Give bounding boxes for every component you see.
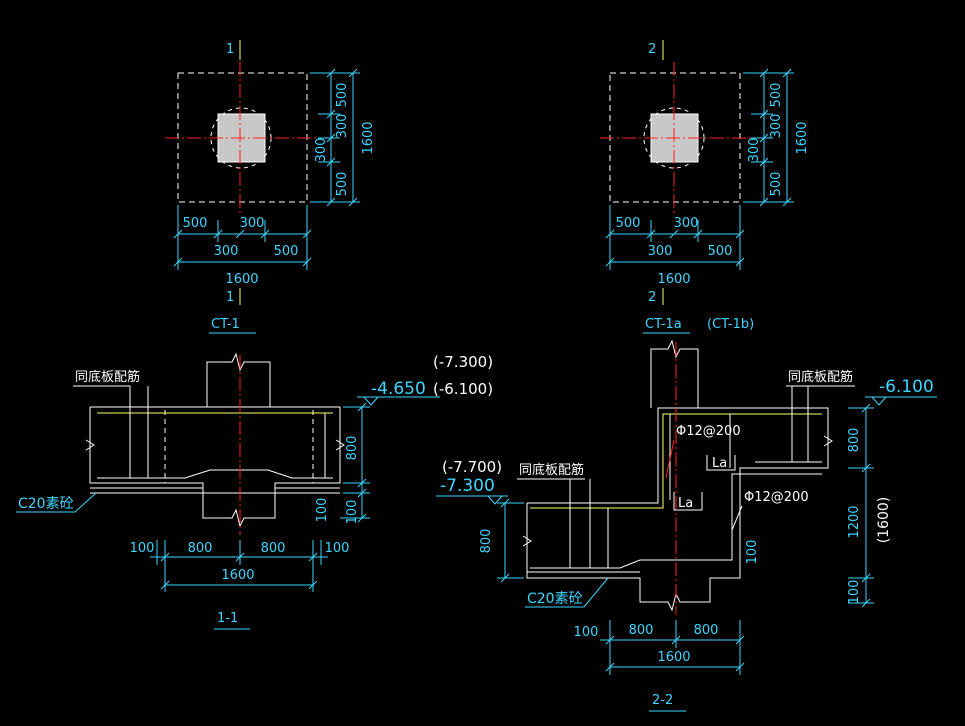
rebar-note-leader (73, 385, 131, 413)
rebar-spec-2-leader (731, 505, 743, 531)
break-mark (522, 535, 532, 547)
dim-right-total: 1600 (361, 121, 376, 154)
left-dimension-lines (497, 498, 524, 583)
rebar-note-right: 同底板配筋 (788, 369, 853, 385)
plan-view-1: 1 500 300 300 500 1600 (165, 40, 376, 334)
dim-right-100a: 100 (315, 498, 330, 523)
plan-view-2: 2 500 300 300 500 1600 (600, 40, 810, 334)
break-mark (335, 439, 345, 451)
anchor-bracket-2 (673, 492, 703, 511)
bottom-dimension-lines (150, 540, 328, 592)
elev-left-alt: (-7.700) (442, 458, 502, 476)
column-stub (650, 339, 699, 408)
elevation-triangle (363, 396, 379, 406)
elevation-triangle-left (487, 495, 503, 505)
dim-right-4: 500 (335, 172, 350, 197)
dim-bottom-1: 500 (183, 216, 208, 231)
dim-right-3: 300 (314, 138, 329, 163)
rebar-note-left: 同底板配筋 (519, 462, 584, 478)
bottom-dimension-lines (600, 620, 745, 675)
dim-bottom-1: 500 (616, 216, 641, 231)
dim-right-800: 800 (847, 428, 862, 453)
dim-right-1200: 1200 (847, 505, 862, 538)
elev-left: -7.300 (440, 476, 495, 496)
dim-right-total: 1600 (795, 121, 810, 154)
dim-bottom-2: 300 (674, 216, 699, 231)
bottom-dimension-lines (605, 205, 745, 270)
dim-bottom-3: 800 (694, 623, 719, 638)
right-dimension-lines (340, 402, 370, 523)
break-mark (823, 435, 833, 447)
anchor-length-2: La (678, 496, 693, 511)
dim-bottom-3: 300 (648, 244, 673, 259)
section-1-1: 同底板配筋 (-7.300) -4.650 (-6.100) 800 100 1… (16, 352, 493, 630)
dim-bottom-1: 100 (574, 625, 599, 640)
rebar-note: 同底板配筋 (75, 369, 140, 385)
dim-right-800: 800 (345, 436, 360, 461)
column-stub (206, 352, 271, 407)
right-dimension-lines (743, 68, 794, 207)
section-mark-bottom: 1 (226, 290, 234, 305)
dim-bottom-total: 1600 (657, 272, 690, 287)
concrete-note-leader (525, 577, 609, 608)
elev-alt-2: (-6.100) (433, 380, 493, 398)
section-mark-bottom: 2 (648, 290, 656, 305)
dim-bottom-3: 800 (261, 541, 286, 556)
dim-right-alt: (1600) (876, 497, 892, 544)
bottom-dimension-lines (173, 205, 312, 270)
section-mark-top: 2 (648, 42, 656, 57)
dim-bottom-1: 100 (130, 541, 155, 556)
right-dimension-lines (310, 68, 360, 207)
rebar-spec-1: Φ12@200 (676, 424, 741, 439)
plan-label-b: (CT-1b) (707, 317, 754, 332)
dim-right-100b: 100 (345, 500, 360, 525)
section-title: 1-1 (217, 611, 238, 626)
dim-right-3: 300 (747, 138, 762, 163)
section-title: 2-2 (652, 693, 673, 708)
dim-bottom-3: 300 (214, 244, 239, 259)
dim-bottom-2: 800 (188, 541, 213, 556)
elev-right: -6.100 (879, 377, 934, 397)
dim-bottom-4: 100 (325, 541, 350, 556)
dim-bottom-total: 1600 (657, 650, 690, 665)
dim-right-100: 100 (847, 580, 862, 605)
plan-label-a: CT-1a (645, 317, 682, 332)
dim-right-4: 500 (769, 172, 784, 197)
dim-left-800: 800 (479, 529, 494, 554)
dim-bottom-2: 300 (240, 216, 265, 231)
dim-bottom-total: 1600 (221, 568, 254, 583)
dim-right-1: 500 (769, 83, 784, 108)
bottom-rebar (97, 469, 333, 479)
dim-bottom-2: 800 (629, 623, 654, 638)
dim-right-1: 500 (335, 83, 350, 108)
dim-right-2: 300 (769, 114, 784, 139)
pile-circle (643, 107, 705, 169)
dim-bottom-total: 1600 (225, 272, 258, 287)
dim-inner-100: 100 (745, 540, 760, 565)
dim-bottom-4: 500 (708, 244, 733, 259)
section-2-2: 同底板配筋 -6.100 Φ12@200 Φ12@200 La La (-7.7… (436, 339, 937, 712)
bottom-rebar (530, 473, 822, 569)
section-mark-top: 1 (226, 42, 234, 57)
rebar-spec-2: Φ12@200 (744, 490, 809, 505)
concrete-note-leader (16, 492, 97, 513)
dim-bottom-4: 500 (274, 244, 299, 259)
top-rebar (530, 413, 822, 509)
anchor-length-1: La (712, 456, 727, 471)
plan-label: CT-1 (211, 317, 240, 332)
break-mark (85, 439, 95, 451)
dim-right-2: 300 (335, 114, 350, 139)
cap-outline (526, 407, 829, 612)
concrete-note: C20素砼 (18, 496, 74, 512)
anchor-bracket-1 (706, 455, 736, 471)
rebar-spec-1-leader (665, 439, 675, 479)
elevation-triangle-right (871, 396, 887, 406)
concrete-note: C20素砼 (527, 591, 583, 607)
elev-main: -4.650 (371, 379, 426, 399)
right-dimension-lines (848, 403, 874, 608)
elev-alt-1: (-7.300) (433, 353, 493, 371)
